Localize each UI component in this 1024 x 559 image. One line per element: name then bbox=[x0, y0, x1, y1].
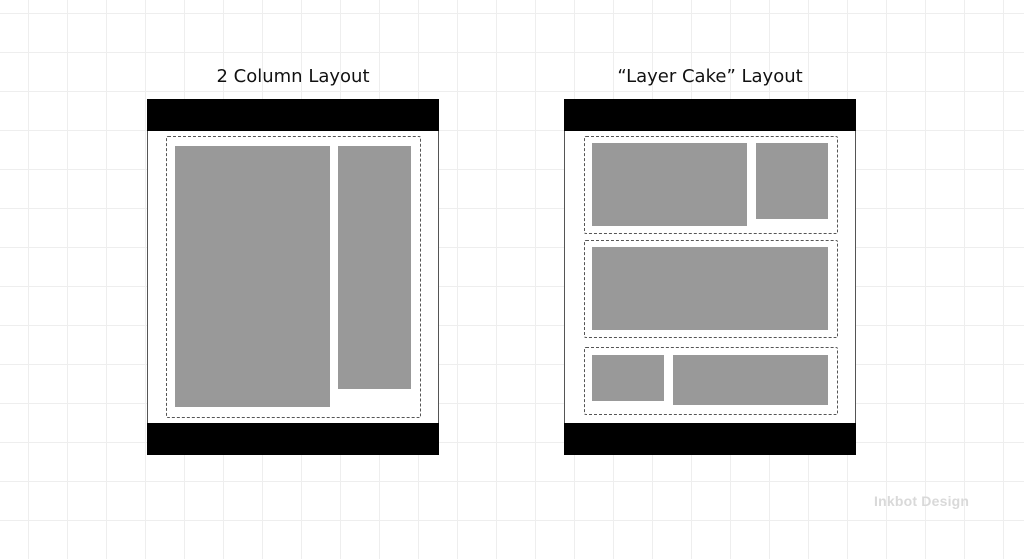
inkbot-design-watermark: Inkbot Design bbox=[874, 493, 970, 509]
content-container bbox=[166, 136, 421, 418]
layer-1-wide-block bbox=[592, 143, 747, 226]
layer-2-full-width-block bbox=[592, 247, 828, 330]
layer-cake-title: “Layer Cake” Layout bbox=[617, 66, 803, 87]
header-bar bbox=[564, 99, 856, 131]
main-column-block bbox=[175, 146, 330, 407]
layer-3-wide-block bbox=[673, 355, 828, 405]
layer-1-container bbox=[584, 136, 838, 234]
header-bar bbox=[147, 99, 439, 131]
footer-bar bbox=[564, 423, 856, 455]
layer-3-container bbox=[584, 347, 838, 415]
two-column-title: 2 Column Layout bbox=[216, 66, 370, 87]
footer-bar bbox=[147, 423, 439, 455]
sidebar-column-block bbox=[338, 146, 411, 389]
layer-1-narrow-block bbox=[756, 143, 828, 219]
two-column-layout-diagram bbox=[147, 99, 439, 455]
layer-2-container bbox=[584, 240, 838, 338]
layer-3-narrow-block bbox=[592, 355, 664, 401]
layer-cake-layout-diagram bbox=[564, 99, 856, 455]
